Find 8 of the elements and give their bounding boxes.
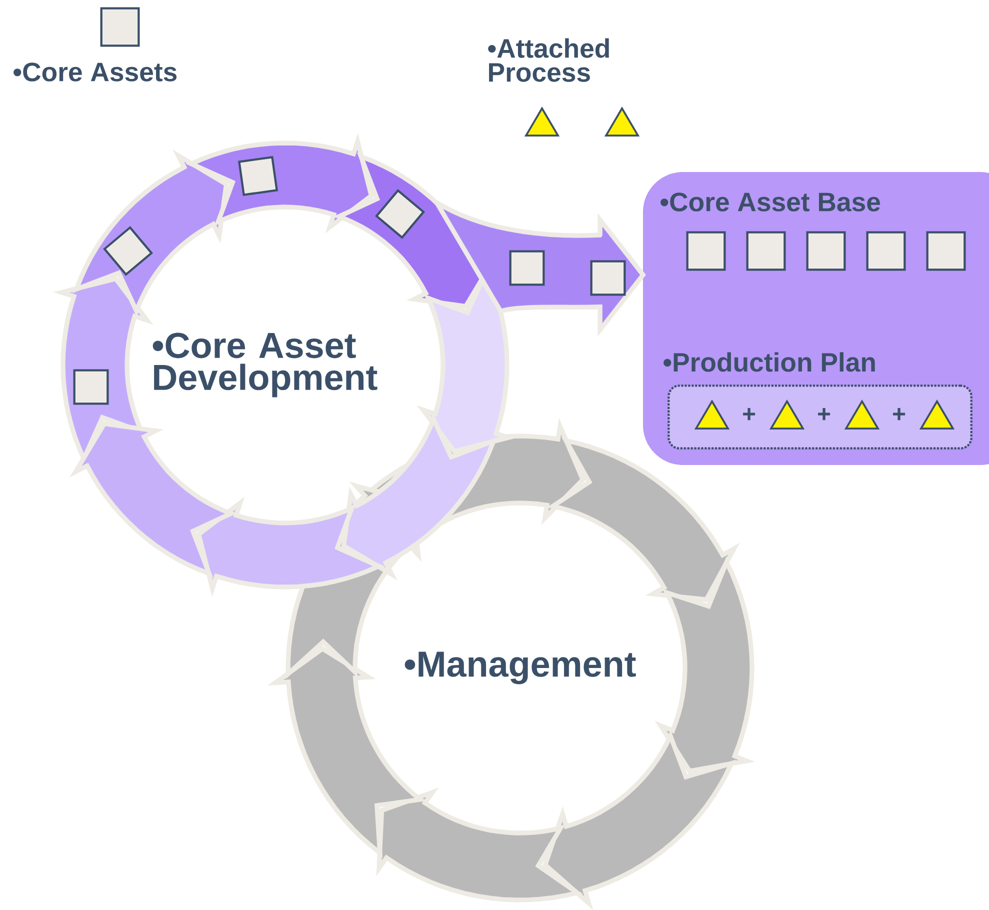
cycle-ring: •Core Asset Development (53, 133, 517, 597)
node-label: •Management (404, 652, 636, 684)
node-label: •Core Asset Development (152, 332, 378, 398)
label: + (743, 408, 756, 420)
label: •Attached Process (488, 38, 609, 82)
label: + (818, 408, 830, 420)
label: •Core Assets (14, 62, 177, 82)
label: + (893, 408, 906, 420)
